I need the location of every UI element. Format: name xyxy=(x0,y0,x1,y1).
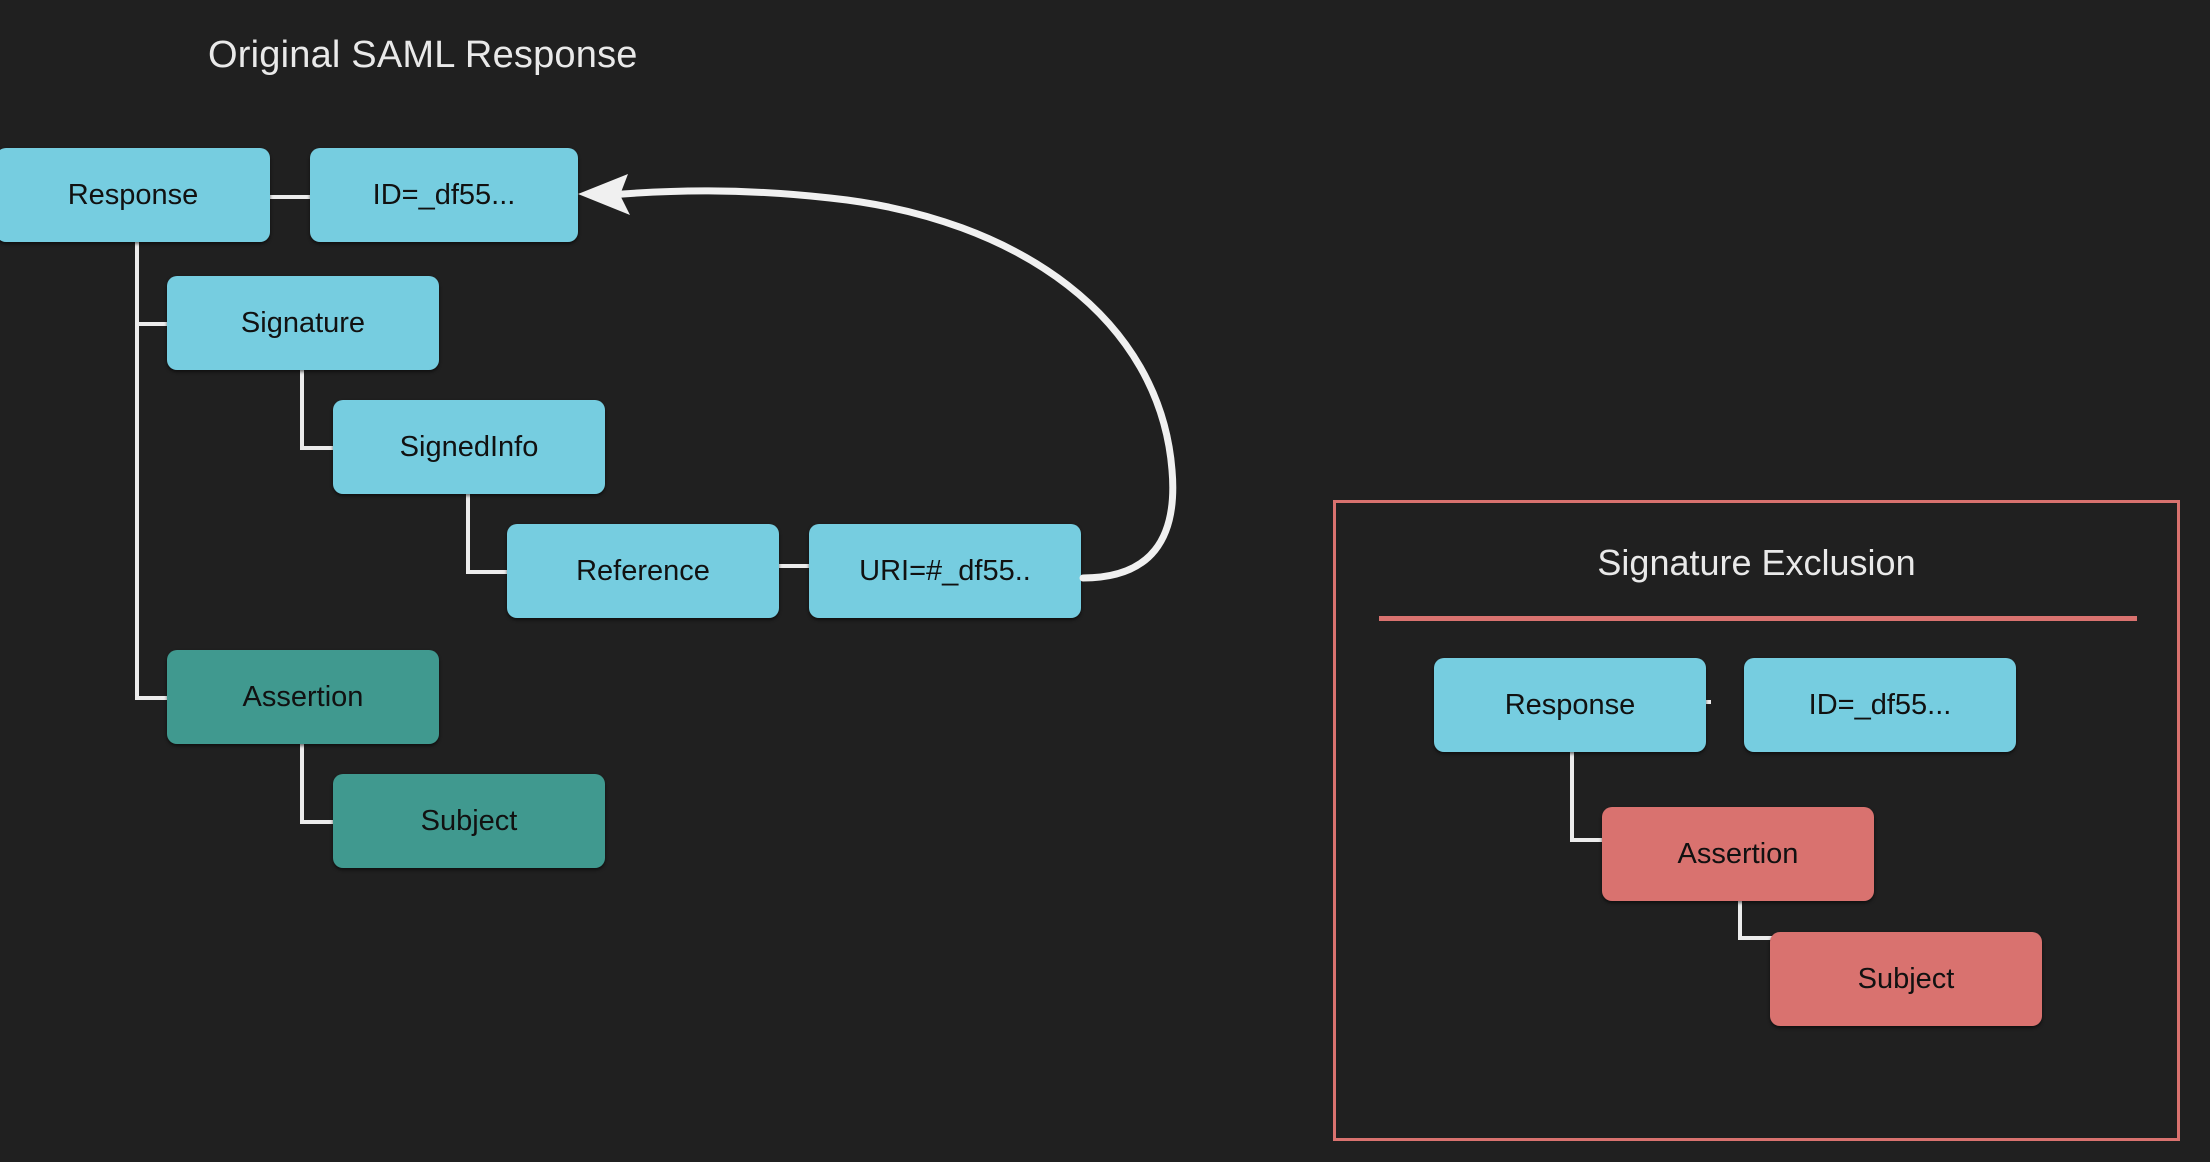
connector-signature-to-signedinfo-v xyxy=(300,368,304,450)
node-reference[interactable]: Reference xyxy=(507,524,779,618)
panel-node-response[interactable]: Response xyxy=(1434,658,1706,752)
exclusion-panel-title: Signature Exclusion xyxy=(1597,542,1916,583)
panel-node-assertion[interactable]: Assertion xyxy=(1602,807,1874,901)
connector-assertion-to-subject-h xyxy=(300,820,336,824)
node-response[interactable]: Response xyxy=(0,148,270,242)
connector-response-to-assertion xyxy=(135,696,169,700)
connector-signedinfo-to-reference-h xyxy=(466,570,508,574)
connector-signedinfo-to-reference-v xyxy=(466,492,470,574)
node-signature[interactable]: Signature xyxy=(167,276,439,370)
connector-response-to-signature xyxy=(135,322,169,326)
node-subject[interactable]: Subject xyxy=(333,774,605,868)
connector-assertion-to-subject-v xyxy=(300,742,304,824)
node-id-attribute[interactable]: ID=_df55... xyxy=(310,148,578,242)
node-uri-attribute[interactable]: URI=#_df55.. xyxy=(809,524,1081,618)
left-diagram-title: Original SAML Response xyxy=(208,34,638,76)
connector-response-spine xyxy=(135,240,139,700)
connector-signature-to-signedinfo-h xyxy=(300,446,336,450)
node-assertion[interactable]: Assertion xyxy=(167,650,439,744)
panel-node-subject[interactable]: Subject xyxy=(1770,932,2042,1026)
node-signedinfo[interactable]: SignedInfo xyxy=(333,400,605,494)
connector-response-to-id xyxy=(270,195,310,199)
connector-panel-response-to-assertion-h xyxy=(1570,838,1604,842)
signature-exclusion-panel xyxy=(1333,500,2180,1141)
connector-panel-response-to-assertion-v xyxy=(1570,752,1574,842)
connector-panel-assertion-to-subject-h xyxy=(1738,936,1772,940)
exclusion-panel-divider xyxy=(1379,616,2137,621)
connector-reference-to-uri xyxy=(777,564,811,568)
panel-node-id-attribute[interactable]: ID=_df55... xyxy=(1744,658,2016,752)
